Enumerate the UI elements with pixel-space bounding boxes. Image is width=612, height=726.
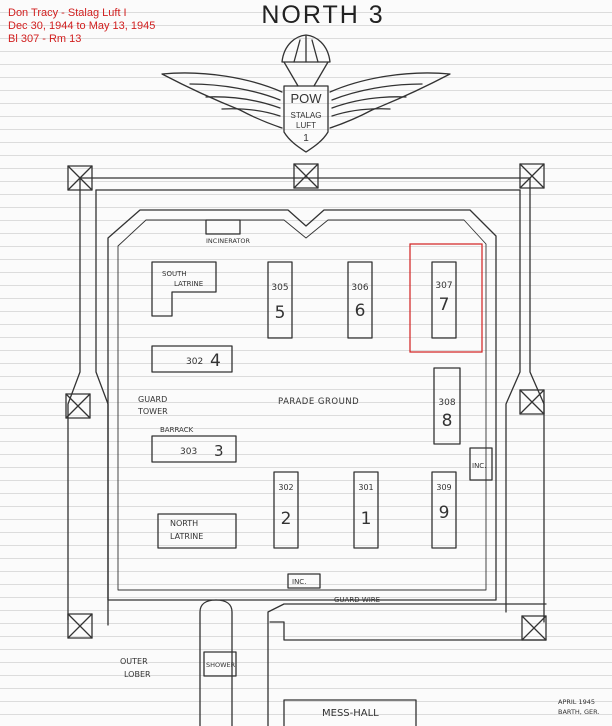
block-301-index: 1: [361, 509, 372, 529]
block-307-number: 307: [435, 281, 452, 291]
label-south-latrine-2: LATRINE: [174, 280, 203, 288]
block-303-number: 303: [180, 447, 197, 457]
pow-insignia: [161, 34, 451, 153]
label-north-latrine-2: LATRINE: [170, 532, 203, 541]
barrack-309: [431, 471, 457, 549]
block-309-index: 9: [439, 503, 450, 523]
block-308-index: 8: [442, 411, 453, 431]
south-latrine: [151, 261, 217, 317]
gate-posts: [199, 599, 233, 726]
insignia-stalag: STALAG: [291, 111, 322, 120]
block-308-number: 308: [438, 398, 455, 408]
guard-wire: [107, 209, 497, 601]
mess-hall: [283, 699, 417, 726]
barrack-308: [433, 367, 461, 445]
block-306-number: 306: [351, 283, 368, 293]
block-302h-number: 302: [186, 357, 203, 367]
label-guard-tower-1: GUARD: [138, 395, 167, 404]
label-mess-hall: MESS-HALL: [322, 708, 379, 719]
inc-box: [469, 447, 493, 481]
label-shower: SHOWER: [206, 661, 236, 669]
block-301-number: 301: [358, 483, 373, 492]
block-302-index: 2: [281, 509, 292, 529]
label-inc-bottom: INC.: [292, 578, 306, 586]
block-306-index: 6: [355, 301, 366, 321]
label-parade-ground: PARADE GROUND: [278, 397, 359, 407]
barrack-307: [431, 261, 457, 339]
barrack-302: [273, 471, 299, 549]
north-latrine: [157, 513, 237, 549]
label-guard-wire: GUARD WIRE: [334, 596, 380, 604]
block-307-index: 7: [439, 295, 450, 315]
label-outer-lober-2: LOBER: [124, 670, 151, 679]
highlight-box-307: [409, 243, 483, 353]
label-signature-2: BARTH, GER.: [558, 708, 599, 716]
label-north-latrine-1: NORTH: [170, 519, 198, 528]
insignia-luft: LUFT: [296, 121, 316, 130]
insignia-pow: POW: [290, 91, 322, 106]
caption-room: Bl 307 - Rm 13: [8, 33, 82, 45]
barrack-305: [267, 261, 293, 339]
block-305-number: 305: [271, 283, 288, 293]
caption-dates: Dec 30, 1944 to May 13, 1945: [8, 20, 156, 32]
label-guard-tower-2: TOWER: [137, 407, 168, 416]
inc-bottom-box: [287, 573, 321, 589]
barrack-303: [151, 435, 237, 463]
block-305-index: 5: [275, 303, 286, 323]
barrack-306: [347, 261, 373, 339]
label-signature-1: APRIL 1945: [558, 698, 595, 706]
block-303-index: 3: [214, 442, 224, 460]
block-302h-index: 4: [210, 351, 221, 371]
block-302-number: 302: [278, 483, 293, 492]
perimeter-fence: [67, 177, 545, 626]
label-south-latrine-1: SOUTH: [162, 270, 187, 278]
block-309-number: 309: [436, 483, 451, 492]
label-barrack: BARRACK: [160, 426, 194, 434]
incinerator: [205, 219, 241, 235]
guard-towers: [65, 163, 547, 641]
label-incinerator: INCINERATOR: [206, 237, 250, 245]
label-outer-lober-1: OUTER: [120, 657, 148, 666]
insignia-number: 1: [303, 133, 309, 144]
caption-name: Don Tracy - Stalag Luft I: [8, 7, 127, 19]
barrack-301: [353, 471, 379, 549]
map-title: NORTH 3: [261, 1, 385, 29]
barrack-302-horizontal: [151, 345, 233, 373]
label-inc-small: INC.: [472, 462, 486, 470]
shower: [203, 651, 237, 677]
